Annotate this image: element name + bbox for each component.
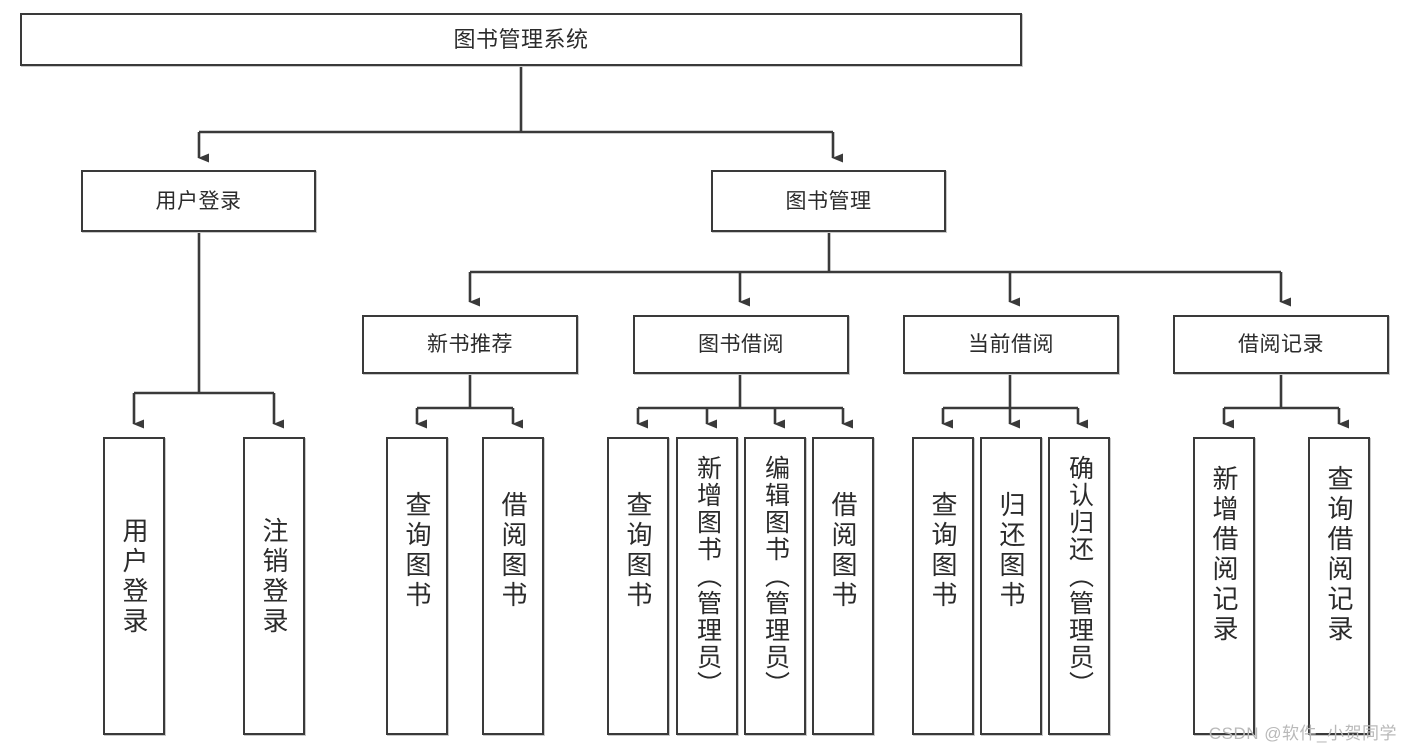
node-label: 图书管理 [785, 189, 872, 213]
node-leaf-edit-book-admin[interactable]: 编辑图书（管理员） [744, 437, 806, 735]
node-label: 确认归还（管理员） [1065, 455, 1094, 698]
node-current-borrow[interactable]: 当前借阅 [903, 315, 1119, 374]
node-new-book-recommend[interactable]: 新书推荐 [362, 315, 578, 374]
node-leaf-confirm-return-admin[interactable]: 确认归还（管理员） [1048, 437, 1110, 735]
node-label: 新书推荐 [427, 333, 513, 356]
node-root-book-management-system[interactable]: 图书管理系统 [20, 13, 1022, 66]
node-leaf-borrow-book-recommend[interactable]: 借阅图书 [482, 437, 544, 735]
node-label: 借阅图书 [498, 491, 529, 611]
node-label: 图书借阅 [698, 333, 784, 356]
node-label: 用户登录 [155, 189, 242, 213]
node-leaf-query-book-recommend[interactable]: 查询图书 [386, 437, 448, 735]
node-leaf-borrow-book[interactable]: 借阅图书 [812, 437, 874, 735]
node-leaf-add-borrow-record[interactable]: 新增借阅记录 [1193, 437, 1255, 735]
node-label: 图书管理系统 [453, 26, 589, 52]
node-label: 新增图书（管理员） [693, 455, 722, 698]
node-book-management[interactable]: 图书管理 [711, 170, 946, 232]
node-label: 当前借阅 [968, 333, 1054, 356]
node-leaf-query-book-current[interactable]: 查询图书 [912, 437, 974, 735]
node-label: 新增借阅记录 [1209, 465, 1240, 645]
node-leaf-query-borrow-record[interactable]: 查询借阅记录 [1308, 437, 1370, 735]
node-book-borrow[interactable]: 图书借阅 [633, 315, 849, 374]
node-label: 借阅记录 [1238, 333, 1324, 356]
node-leaf-logout[interactable]: 注销登录 [243, 437, 305, 735]
node-label: 查询图书 [402, 491, 433, 611]
node-label: 注销登录 [259, 517, 290, 637]
node-label: 归还图书 [996, 491, 1027, 611]
node-leaf-return-book[interactable]: 归还图书 [980, 437, 1042, 735]
node-label: 借阅图书 [828, 491, 859, 611]
node-label: 编辑图书（管理员） [761, 455, 790, 698]
node-label: 查询图书 [623, 491, 654, 611]
node-label: 用户登录 [119, 517, 150, 637]
node-leaf-add-book-admin[interactable]: 新增图书（管理员） [676, 437, 738, 735]
node-user-login[interactable]: 用户登录 [81, 170, 316, 232]
node-leaf-user-login[interactable]: 用户登录 [103, 437, 165, 735]
node-leaf-query-book-borrow[interactable]: 查询图书 [607, 437, 669, 735]
node-label: 查询图书 [928, 491, 959, 611]
node-label: 查询借阅记录 [1324, 465, 1355, 645]
node-borrow-records[interactable]: 借阅记录 [1173, 315, 1389, 374]
